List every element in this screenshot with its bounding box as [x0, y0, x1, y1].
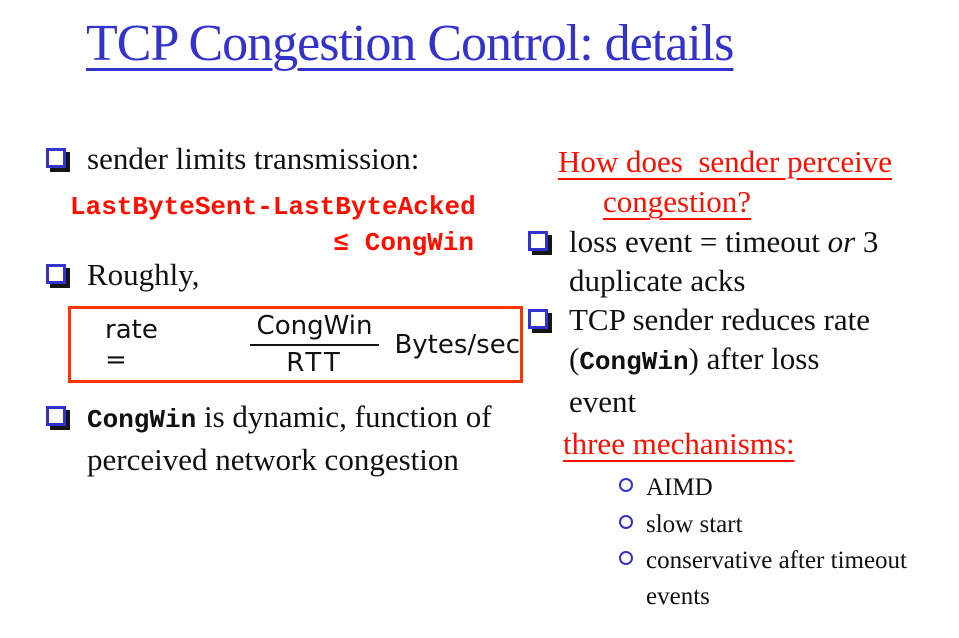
bullet-text: sender limits transmission: — [87, 141, 420, 176]
bullet-item-loss-event: loss event = timeout or 3 duplicate acks — [528, 222, 948, 300]
square-bullet-icon — [528, 231, 548, 251]
square-bullet-icon — [46, 148, 66, 168]
fraction-numerator: CongWin — [249, 311, 380, 346]
code-constraint-line2: ≤ CongWin — [333, 228, 474, 258]
line-text: ( — [569, 341, 580, 376]
heading-line: congestion? — [558, 182, 892, 222]
question-heading: How does sender perceive congestion? — [558, 142, 892, 222]
sub-bullet-slow-start: slow start — [619, 507, 949, 543]
congwin-code: CongWin — [579, 347, 689, 377]
heading-text: three mechanisms: — [563, 426, 795, 461]
fraction-denominator: RTT — [286, 348, 343, 378]
bullet-item-congwin-dynamic: CongWin is dynamic, function of perceive… — [46, 397, 546, 479]
mechanisms-heading: three mechanisms: — [563, 424, 795, 464]
heading-text: congestion? — [603, 184, 752, 219]
line: perceived network congestion — [87, 442, 459, 477]
line: (CongWin) after loss — [569, 339, 870, 382]
bullet-text: Roughly, — [87, 257, 200, 292]
bullet-item-tcp-reduces: TCP sender reduces rate (CongWin) after … — [528, 300, 948, 421]
sub-bullet-aimd: AIMD — [619, 470, 949, 506]
line-text: ) after loss — [688, 341, 820, 376]
line: loss event = timeout or 3 — [569, 222, 878, 261]
sub-bullet-text: conservative after timeout events — [646, 543, 907, 615]
line-text: 3 — [855, 224, 879, 259]
circle-bullet-icon — [619, 515, 633, 529]
line: duplicate acks — [569, 263, 746, 298]
heading-line: How does sender perceive — [558, 142, 892, 182]
square-bullet-icon — [528, 309, 548, 329]
line: CongWin is dynamic, function of — [87, 397, 492, 440]
code-constraint-line1: LastByteSent-LastByteAcked — [70, 192, 476, 222]
sub-bullet-text: AIMD — [646, 474, 713, 501]
line-text: is dynamic, function of — [196, 399, 492, 434]
bullet-item-roughly: Roughly, — [46, 255, 446, 294]
line: events — [646, 583, 710, 610]
square-bullet-icon — [46, 264, 66, 284]
congwin-rtt-fraction: CongWin RTT — [249, 311, 380, 378]
circle-bullet-icon — [619, 478, 633, 492]
sub-bullet-conservative: conservative after timeout events — [619, 543, 959, 615]
line: TCP sender reduces rate — [569, 302, 870, 337]
rate-unit-label: Bytes/sec — [394, 329, 520, 360]
bullet-item-sender-limits: sender limits transmission: — [46, 139, 536, 178]
square-bullet-icon — [46, 406, 66, 426]
bullet-text: TCP sender reduces rate (CongWin) after … — [569, 300, 870, 421]
bullet-text: loss event = timeout or 3 duplicate acks — [569, 222, 878, 300]
congwin-code: CongWin — [87, 405, 197, 435]
rate-formula-box: rate = CongWin RTT Bytes/sec — [68, 306, 523, 383]
line: conservative after timeout — [646, 547, 907, 574]
line: event — [569, 384, 637, 419]
line-text: loss event = timeout — [569, 224, 828, 259]
rate-equals-label: rate = — [105, 314, 158, 375]
heading-text: How does sender perceive — [558, 144, 892, 179]
circle-bullet-icon — [619, 551, 633, 565]
sub-bullet-text: slow start — [646, 511, 743, 538]
slide-title: TCP Congestion Control: details — [86, 15, 734, 72]
or-italic: or — [827, 224, 856, 259]
bullet-text: CongWin is dynamic, function of perceive… — [87, 397, 492, 479]
